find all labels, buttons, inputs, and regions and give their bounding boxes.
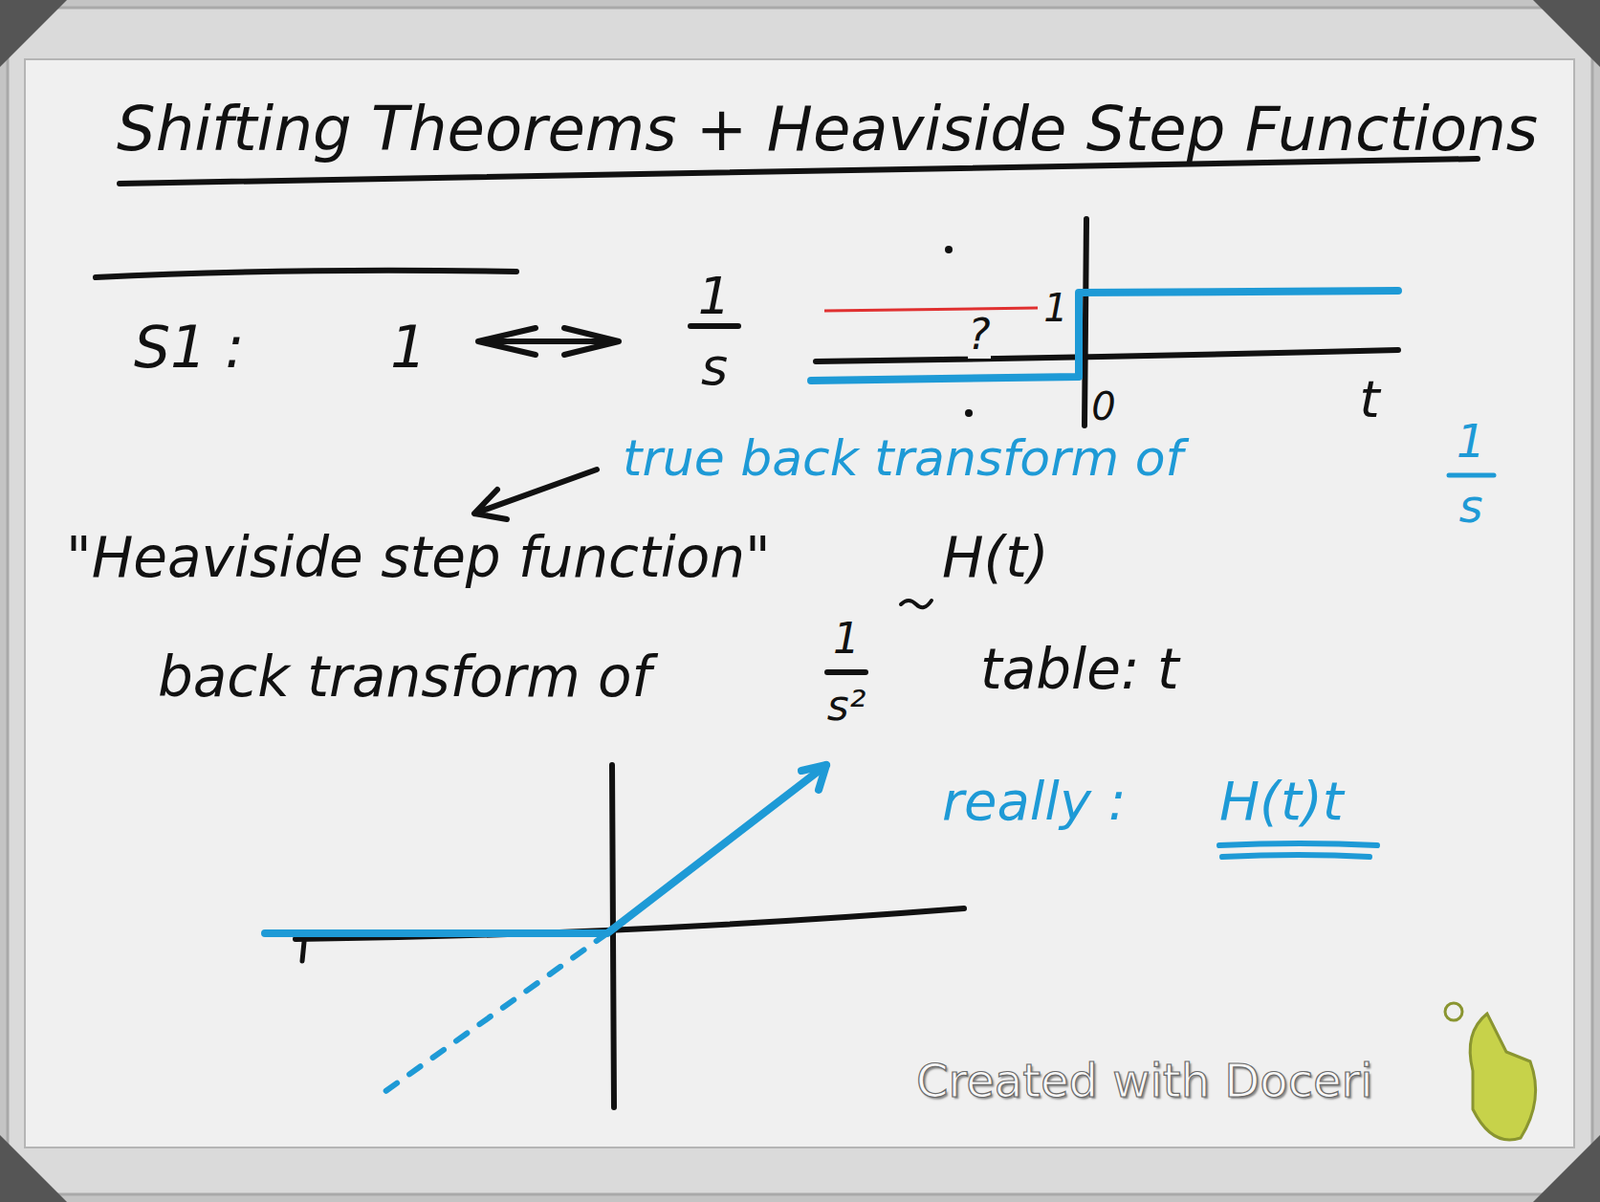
fraction-bar xyxy=(827,669,866,676)
axis xyxy=(815,350,1399,362)
function-name: H(t)t xyxy=(1219,770,1344,833)
ramp-function xyxy=(264,765,827,934)
equation-term: 1 xyxy=(390,314,427,381)
note: true back transform of xyxy=(622,430,1184,488)
title: Shifting Theorems + Heaviside Step Funct… xyxy=(116,81,1552,177)
equation-label: S1 : xyxy=(133,314,245,381)
fraction-numerator: 1 xyxy=(1456,415,1487,468)
note: back transform of xyxy=(157,645,652,710)
fraction-denominator: s xyxy=(1458,480,1483,533)
fraction-denominator: s² xyxy=(827,681,867,731)
pointer-arrow xyxy=(474,469,597,520)
axis xyxy=(612,765,614,1108)
ink-black xyxy=(95,158,1478,1108)
question-mark: ? xyxy=(967,310,990,360)
fraction-numerator: 1 xyxy=(698,266,731,327)
doceri-hand xyxy=(1445,1003,1536,1140)
tick xyxy=(302,942,305,962)
note: table: t xyxy=(980,637,1180,702)
axis-tick-label: 1 xyxy=(1043,285,1068,330)
squiggle xyxy=(900,600,932,608)
fraction-denominator: s xyxy=(701,337,728,397)
red-line xyxy=(824,307,1038,311)
fraction-bar xyxy=(1448,473,1494,479)
dashed-line xyxy=(377,933,608,1097)
fraction-numerator: 1 xyxy=(832,614,860,664)
function-name: H(t) xyxy=(942,526,1050,591)
board-surface xyxy=(24,59,1575,1148)
frame-rim xyxy=(7,7,1593,1195)
axis-label: t xyxy=(1358,370,1380,430)
step-function xyxy=(810,290,1399,381)
watermark: Created with Doceri xyxy=(916,1054,1374,1108)
heading-note: "Heaviside step function" xyxy=(65,526,771,591)
axis-tick-label: 0 xyxy=(1091,384,1116,429)
title-underline xyxy=(95,270,517,278)
note: really : xyxy=(942,770,1127,833)
double-arrow xyxy=(478,328,619,355)
double-underline xyxy=(1219,843,1378,857)
axis xyxy=(1084,219,1087,426)
arrowhead xyxy=(801,765,827,790)
